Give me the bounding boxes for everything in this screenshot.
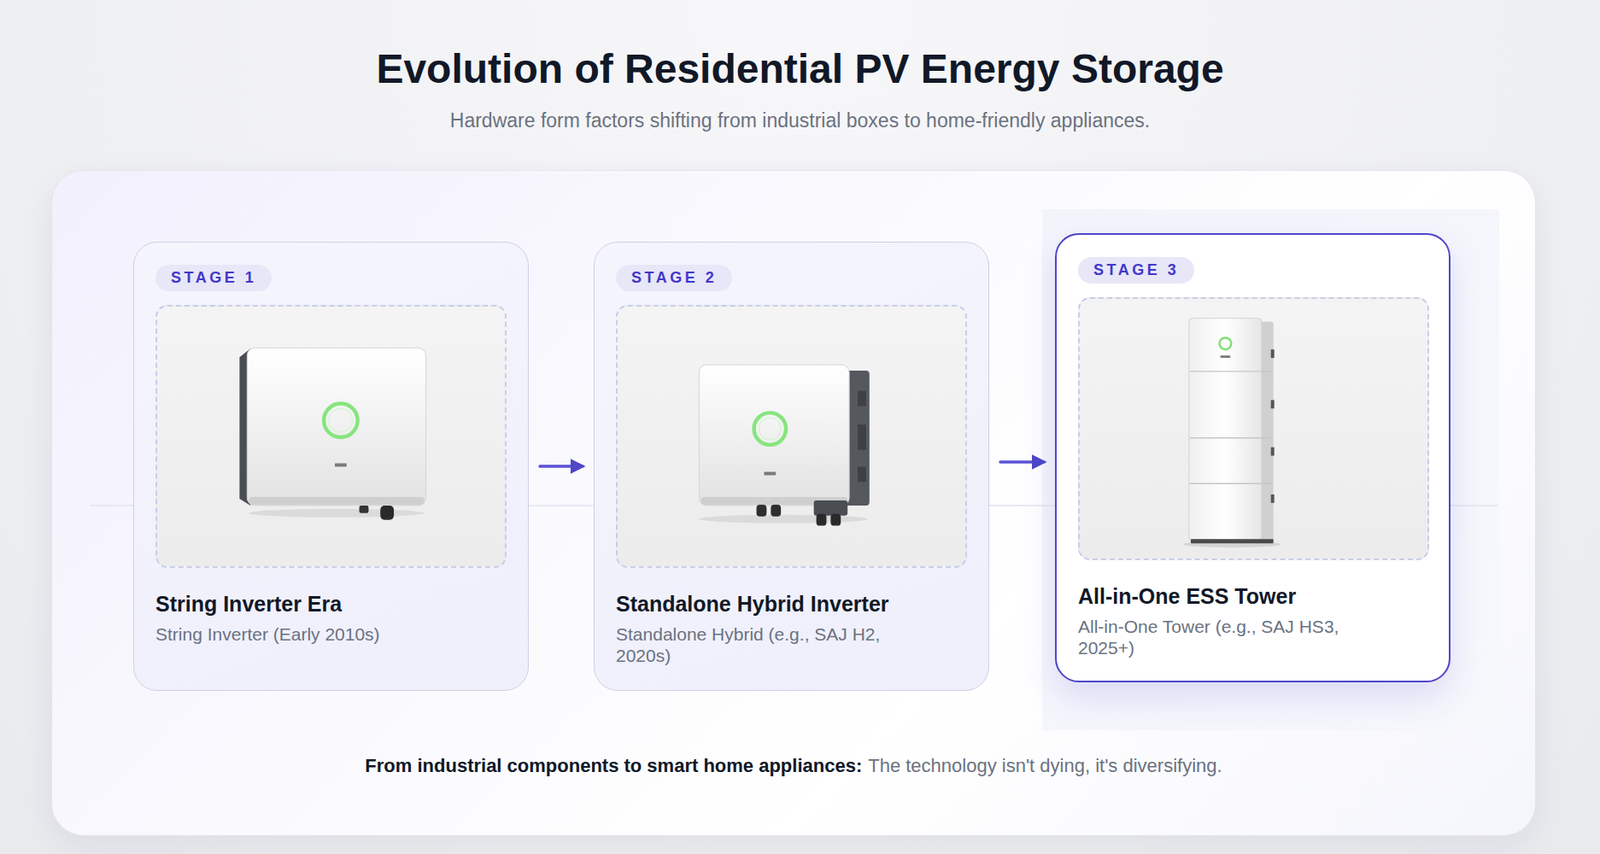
diagram-title: Evolution of Residential PV Energy Stora… [0, 44, 1600, 94]
inverter-body [239, 347, 426, 520]
image-frame [155, 304, 507, 569]
flow-arrow [539, 464, 583, 469]
card-heading: All-in-One ESS Tower [1078, 583, 1428, 610]
card-heading: Standalone Hybrid Inverter [615, 591, 968, 617]
image-frame [615, 304, 968, 569]
card-body: All-in-One Tower (e.g., SAJ HS3, 2025+) [1078, 615, 1378, 659]
content-panel: STAGE 1 String Inverter EraString Invert… [51, 169, 1536, 837]
stage-card: STAGE 1 String Inverter EraString Invert… [133, 241, 529, 692]
stage-badge: STAGE 1 [155, 264, 272, 292]
image-frame [1078, 297, 1430, 561]
card-heading: String Inverter Era [155, 591, 507, 617]
hybrid-inverter-illustration [617, 306, 966, 567]
flow-arrow [1000, 460, 1044, 464]
highlight-band [1042, 209, 1500, 731]
tower-body [1183, 318, 1281, 548]
inverter-body [698, 364, 869, 527]
stage-badge: STAGE 2 [615, 264, 733, 292]
ess-tower-illustration [1079, 298, 1428, 559]
string-inverter-illustration [157, 306, 505, 567]
stage-card: STAGE 2 Standalone Hybrid InverterStanda… [593, 241, 990, 692]
card-body: Standalone Hybrid (e.g., SAJ H2, 2020s) [615, 623, 915, 667]
caption-lead: From industrial components to smart home… [364, 755, 862, 777]
stage-card: STAGE 3 All-in-One ESS TowerAll-in-One T… [1054, 233, 1451, 683]
caption-text: The technology isn't dying, it's diversi… [867, 755, 1222, 777]
caption-line: From industrial components to smart home… [52, 754, 1536, 779]
card-body: String Inverter (Early 2010s) [155, 623, 455, 645]
stage-badge: STAGE 3 [1078, 257, 1195, 284]
subtitle-label: Hardware form factors shifting from indu… [0, 108, 1600, 133]
